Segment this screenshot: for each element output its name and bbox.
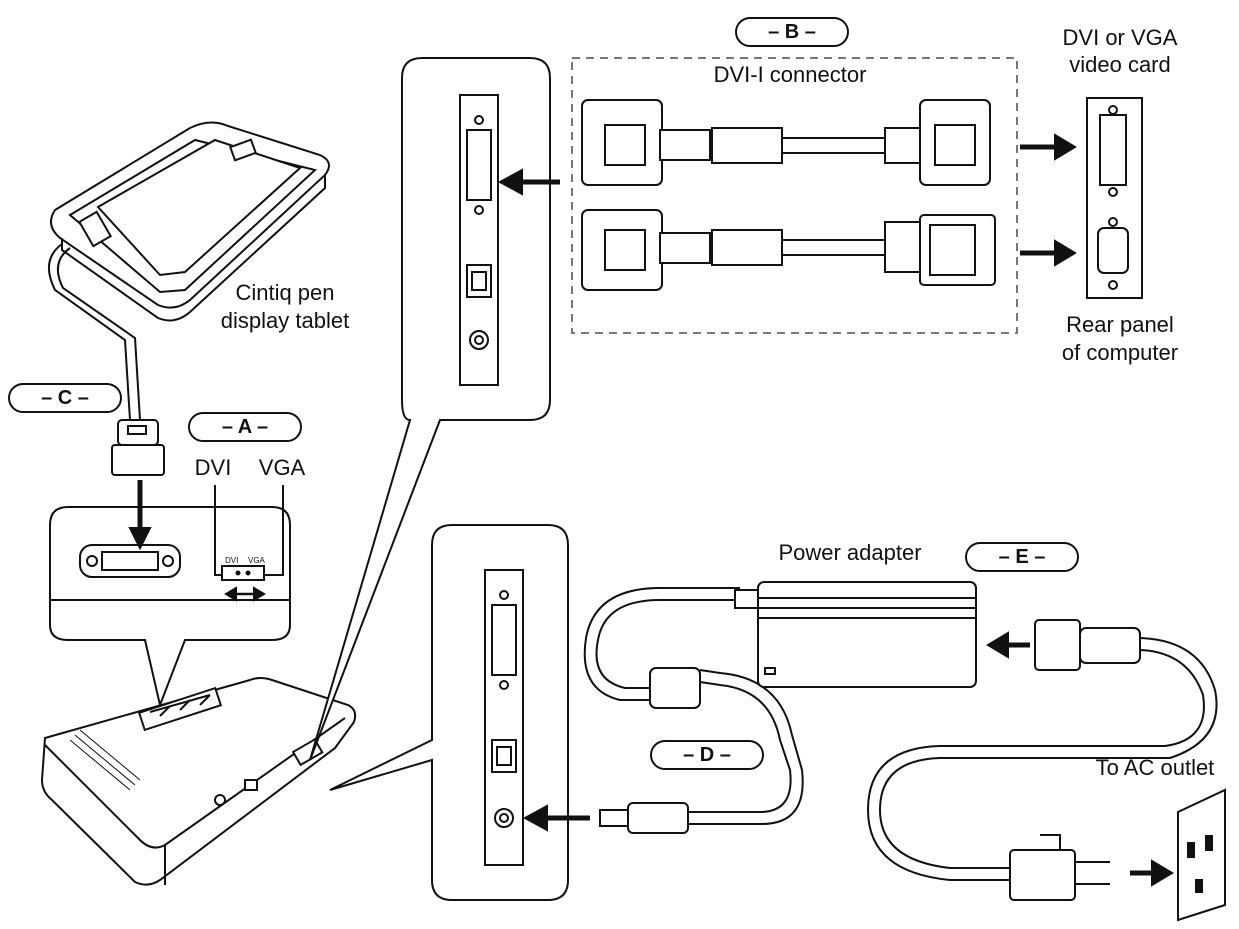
- cintiq-tablet: [51, 122, 329, 320]
- power-adapter: [758, 582, 976, 687]
- switch-dvi-label: DVI: [225, 556, 239, 565]
- connector-c: [112, 420, 164, 475]
- arrow-left-icon: [525, 806, 590, 830]
- ac-power-cord: [868, 620, 1217, 900]
- dvi-dvi-cable: [582, 100, 990, 185]
- computer-rear-panel: [1087, 98, 1142, 298]
- video-card-label-2: video card: [1069, 52, 1171, 77]
- dvi-vga-cable: [582, 210, 995, 290]
- callout-d: – D –: [650, 740, 764, 770]
- tablet-label-2: display tablet: [220, 308, 350, 333]
- arrow-right-icon: [1130, 861, 1172, 885]
- ac-outlet-label: To AC outlet: [1095, 755, 1215, 780]
- arrow-right-icon: [1020, 135, 1075, 265]
- interface-callout: [50, 485, 290, 705]
- rear-panel-label-1: Rear panel: [1066, 312, 1174, 337]
- callout-a: – A –: [188, 412, 302, 442]
- arrow-left-icon: [500, 170, 560, 194]
- vga-label: VGA: [258, 455, 306, 480]
- callout-b: – B –: [735, 17, 849, 47]
- arrow-left-icon: [988, 633, 1030, 657]
- switch-vga-label: VGA: [248, 556, 265, 565]
- dvi-connector-label: DVI-I connector: [713, 62, 867, 87]
- double-arrow-icon: [226, 588, 264, 600]
- callout-e: – E –: [965, 542, 1079, 572]
- dc-power-cable: [585, 588, 803, 833]
- tablet-cable: [49, 244, 140, 420]
- callout-c: – C –: [8, 383, 122, 413]
- power-adapter-label: Power adapter: [778, 540, 922, 565]
- upper-port-panel: [310, 58, 550, 760]
- ac-outlet: [1178, 790, 1225, 920]
- video-card-label-1: DVI or VGA: [1062, 25, 1178, 50]
- dvi-label: DVI: [194, 455, 232, 480]
- tablet-label-1: Cintiq pen: [235, 280, 335, 305]
- dvi-cable-group: [572, 58, 1017, 333]
- rear-panel-label-2: of computer: [1061, 340, 1179, 365]
- converter-box: [42, 678, 355, 885]
- lower-port-panel: [330, 525, 568, 900]
